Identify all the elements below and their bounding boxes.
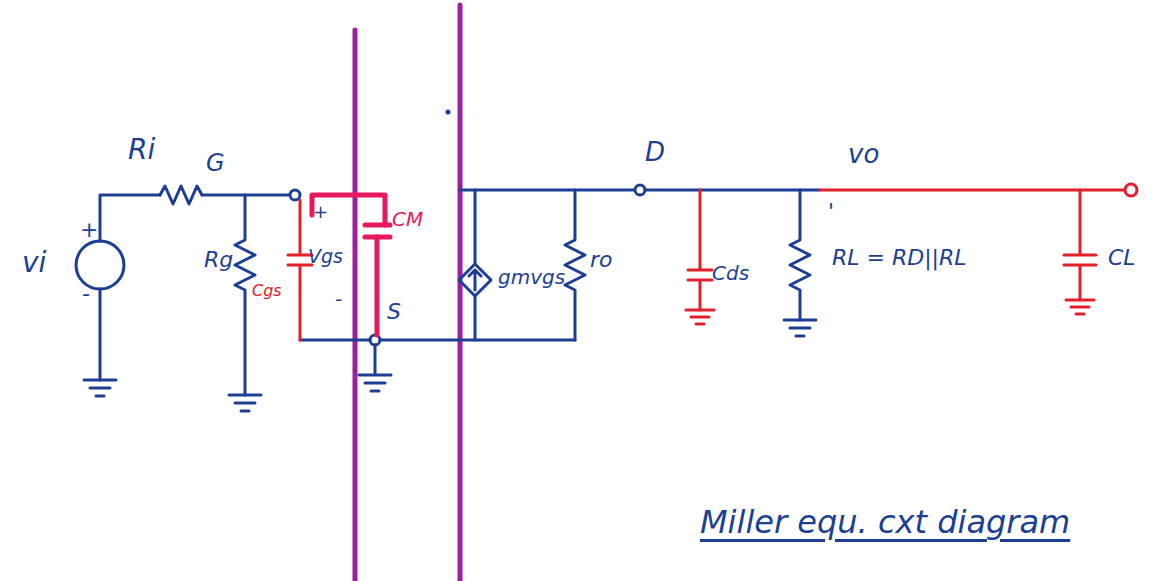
circuit-label: -: [335, 288, 342, 310]
circuit-label: CL: [1108, 246, 1136, 270]
circuit-label: vi: [22, 248, 46, 279]
circuit-label: vo: [848, 140, 879, 169]
circuit-label: ': [828, 200, 834, 224]
caption: Miller equ. cxt diagram: [700, 505, 1070, 540]
circuit-label: Cgs: [252, 282, 282, 300]
circuit-label: G: [206, 150, 225, 176]
circuit-label: CM: [392, 208, 423, 230]
circuit-label: +: [80, 218, 98, 242]
circuit-label: S: [387, 300, 401, 324]
circuit-label: ro: [590, 248, 613, 272]
circuit-label: Rg: [204, 248, 233, 272]
circuit-label: Ri: [128, 135, 155, 166]
circuit-label: Vgs: [308, 246, 343, 267]
circuit-label: +: [313, 202, 328, 222]
circuit-label: RL = RD||RL: [832, 246, 967, 270]
circuit-label: gmvgs: [498, 266, 565, 288]
circuit-label: -: [82, 282, 90, 306]
circuit-label: D: [645, 138, 665, 167]
circuit-label: Cds: [712, 262, 749, 284]
